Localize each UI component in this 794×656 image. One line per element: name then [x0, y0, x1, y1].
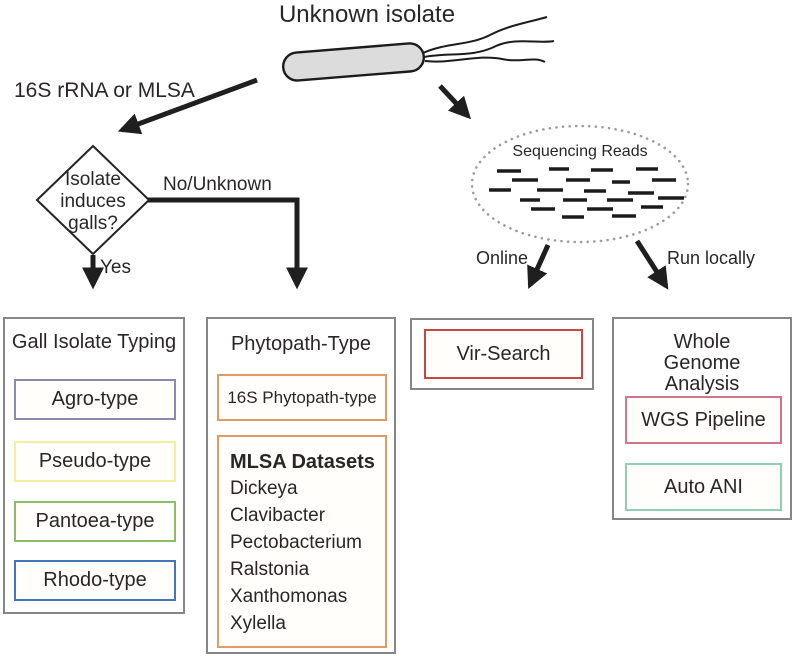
panel-title: Whole Genome Analysis — [663, 331, 741, 395]
vir-search-box: Vir-Search — [424, 329, 583, 379]
phytopath-type-panel: Phytopath-Type 16S Phytopath-type MLSA D… — [206, 317, 396, 654]
mlsa-item-ralstonia: Ralstonia — [230, 559, 310, 580]
bacterium-body — [281, 42, 426, 82]
diagram-title: Unknown isolate — [278, 1, 456, 28]
mlsa-item-clavibacter: Clavibacter — [230, 505, 326, 526]
sequencing-reads-ellipse — [470, 124, 690, 244]
sequencing-reads-icon — [489, 167, 684, 219]
16s-phytopath-type-box: 16S Phytopath-type — [217, 374, 387, 421]
arrow-no-unknown — [148, 197, 309, 290]
arrow-to-reads — [438, 84, 472, 120]
flagellum-icon — [423, 40, 555, 58]
16s-phytopath-type-label: 16S Phytopath-type — [227, 387, 377, 407]
arrow-online — [527, 243, 551, 290]
pseudo-type-box: Pseudo-type — [14, 441, 176, 482]
whole-genome-analysis-panel: Whole Genome Analysis WGS Pipeline Auto … — [612, 317, 792, 520]
mlsa-datasets-box: MLSA Datasets Dickeya Clavibacter Pectob… — [217, 435, 387, 648]
agro-type-box: Agro-type — [14, 379, 176, 420]
rhodo-type-label: Rhodo-type — [43, 569, 147, 591]
run-locally-branch-label: Run locally — [667, 248, 756, 268]
decision-diamond — [35, 144, 151, 256]
pantoea-type-label: Pantoea-type — [35, 510, 155, 532]
method-label: 16S rRNA or MLSA — [14, 79, 195, 102]
mlsa-datasets-title: MLSA Datasets — [230, 451, 375, 473]
yes-branch-label: Yes — [100, 257, 131, 278]
arrow-to-decision — [117, 77, 258, 135]
vir-search-label: Vir-Search — [456, 342, 551, 365]
flagellum-icon — [424, 56, 546, 63]
wgs-pipeline-box: WGS Pipeline — [625, 396, 782, 444]
auto-ani-label: Auto ANI — [664, 475, 743, 498]
pantoea-type-box: Pantoea-type — [14, 501, 176, 542]
auto-ani-box: Auto ANI — [625, 463, 782, 511]
panel-title: Phytopath-Type — [230, 333, 372, 355]
vir-search-panel: Vir-Search — [410, 318, 594, 390]
agro-type-label: Agro-type — [51, 388, 139, 410]
wgs-pipeline-label: WGS Pipeline — [641, 408, 766, 431]
mlsa-item-xanthomonas: Xanthomonas — [230, 586, 348, 607]
bacterium-icon — [281, 16, 555, 82]
gall-isolate-typing-panel: Gall Isolate Typing Agro-type Pseudo-typ… — [3, 317, 185, 614]
sequencing-reads-label: Sequencing Reads — [512, 143, 648, 160]
mlsa-item-pectobacterium: Pectobacterium — [230, 532, 363, 553]
online-branch-label: Online — [476, 248, 529, 268]
panel-title: Gall Isolate Typing — [11, 331, 177, 353]
arrow-run-locally — [634, 239, 669, 290]
mlsa-item-xylella: Xylella — [230, 613, 286, 634]
no-branch-label: No/Unknown — [163, 174, 272, 195]
flagellum-icon — [422, 16, 548, 54]
decision-question: Isolate induces galls? — [60, 169, 126, 234]
rhodo-type-box: Rhodo-type — [14, 560, 176, 601]
pseudo-type-label: Pseudo-type — [38, 450, 152, 472]
mlsa-item-dickeya: Dickeya — [230, 478, 298, 499]
